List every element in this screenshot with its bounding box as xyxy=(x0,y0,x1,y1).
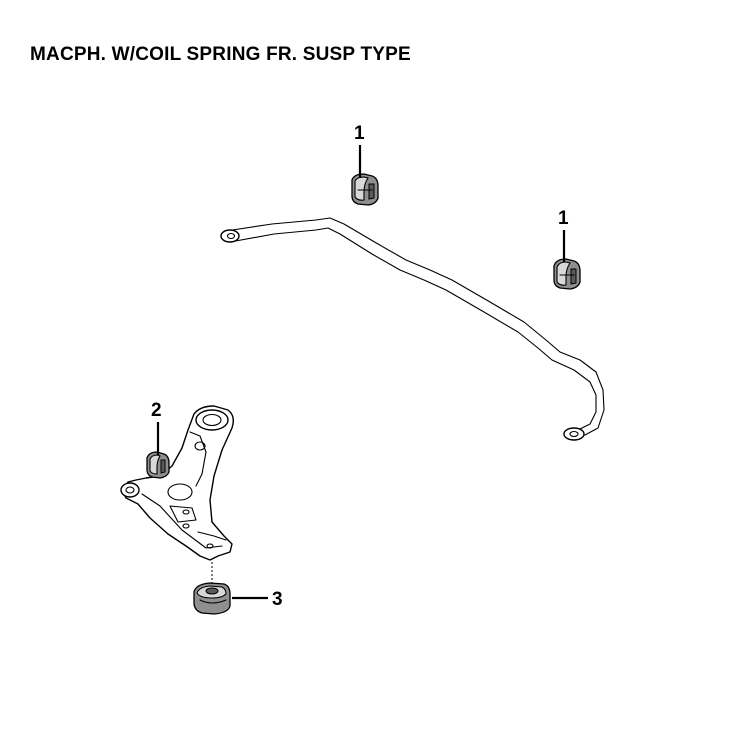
callout-label-1b: 1 xyxy=(558,208,569,229)
callout-label-3: 3 xyxy=(272,589,283,610)
diagram-title: MACPH. W/COIL SPRING FR. SUSP TYPE xyxy=(30,44,411,65)
stabilizer-bushing-2[interactable] xyxy=(553,258,581,290)
stabilizer-bushing-1[interactable] xyxy=(351,173,379,206)
lower-control-arm[interactable] xyxy=(120,405,235,561)
rear-arm-bushing[interactable] xyxy=(193,582,231,615)
callout-label-1a: 1 xyxy=(354,123,365,144)
callout-label-2: 2 xyxy=(151,400,162,421)
stabilizer-bar[interactable] xyxy=(220,217,605,441)
front-arm-bushing[interactable] xyxy=(146,451,170,479)
